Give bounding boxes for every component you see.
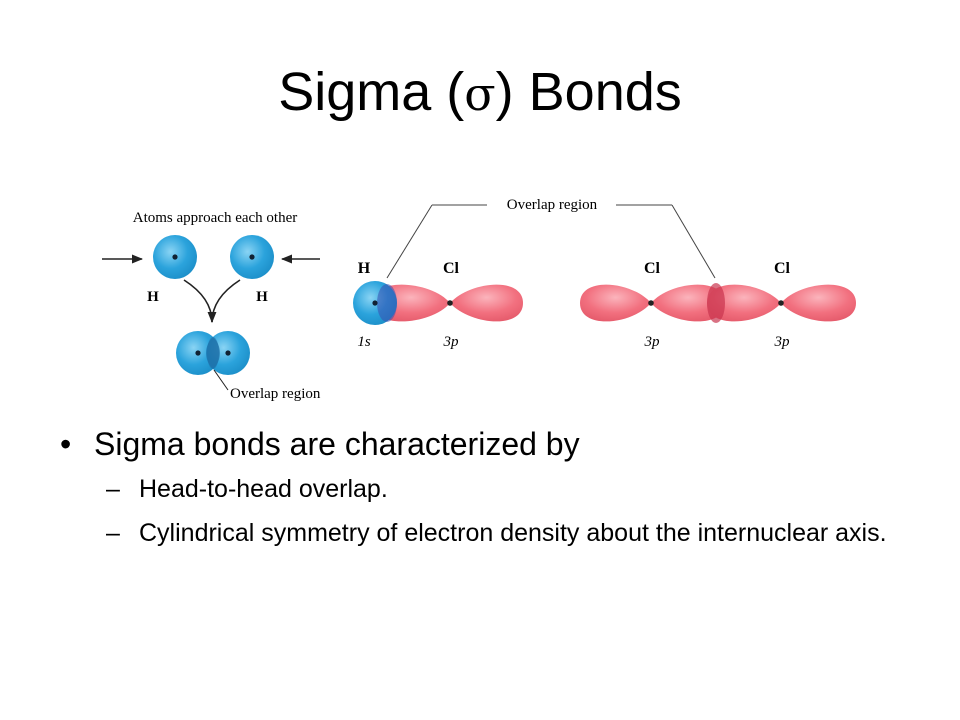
h-nucleus-right [249,254,255,260]
title-prefix: Sigma ( [278,62,465,122]
bullet-symbol: • [60,426,72,462]
hcl-3p-label: 3p [443,334,460,350]
sub-bullet-item: – Cylindrical symmetry of electron densi… [94,516,920,550]
cl2-3p-label-1: 3p [644,334,661,350]
cl1-p-lobe-right [651,284,725,322]
overlap-region-label: Overlap region [507,197,598,213]
sub-bullet-text: Head-to-head overlap. [139,475,388,503]
cl2-cl2-label: Cl [774,260,791,277]
overlap-pointer-hcl [386,204,433,279]
h2-overlap-caption: Overlap region [230,386,321,402]
cl2-p-lobe-right [781,284,856,322]
cl1-p-lobe-left [580,284,651,322]
cl2-3p-label-2: 3p [774,334,791,350]
hcl-h-label: H [358,260,371,277]
cl2-p-lobe-left [707,284,781,322]
h2-formation-panel: Atoms approach each other H H Overlap re… [102,210,321,402]
hcl-overlap-region [377,284,397,322]
bullet-text: Sigma bonds are characterized by [94,426,580,462]
h-left-label: H [147,289,159,305]
title-suffix: ) Bonds [495,62,682,122]
cl2-overlap-region [707,283,725,323]
cl2-cl1-label: Cl [644,260,661,277]
h-right-label: H [256,289,268,305]
hcl-1s-label: 1s [357,334,371,350]
atoms-approach-caption: Atoms approach each other [133,210,298,226]
sub-bullet-item: – Head-to-head overlap. [94,472,920,506]
merge-arrow-left [183,279,213,323]
sub-bullet-text: Cylindrical symmetry of electron density… [139,519,887,547]
hcl-cl-label: Cl [443,260,460,277]
sigma-symbol: σ [464,67,496,121]
overlap-label-group: Overlap region [386,197,716,279]
sub-bullet-symbol: – [106,519,120,547]
overlap-pointer-cl2 [671,204,716,279]
h-nucleus-left [172,254,178,260]
sub-bullet-list: – Head-to-head overlap. – Cylindrical sy… [94,472,920,550]
slide-title: Sigma (σ) Bonds [0,52,960,134]
cl2-bond: Cl Cl 3p 3p [580,260,856,350]
bullet-list: • Sigma bonds are characterized by – Hea… [60,420,920,560]
hcl-bond: H Cl 1s 3p [353,260,523,350]
cl-p-lobe-right [450,284,523,322]
sub-bullet-symbol: – [106,475,120,503]
merge-arrow-right [207,279,241,324]
overlap-pointer-line [213,369,229,391]
bullet-item: • Sigma bonds are characterized by – Hea… [60,420,920,550]
